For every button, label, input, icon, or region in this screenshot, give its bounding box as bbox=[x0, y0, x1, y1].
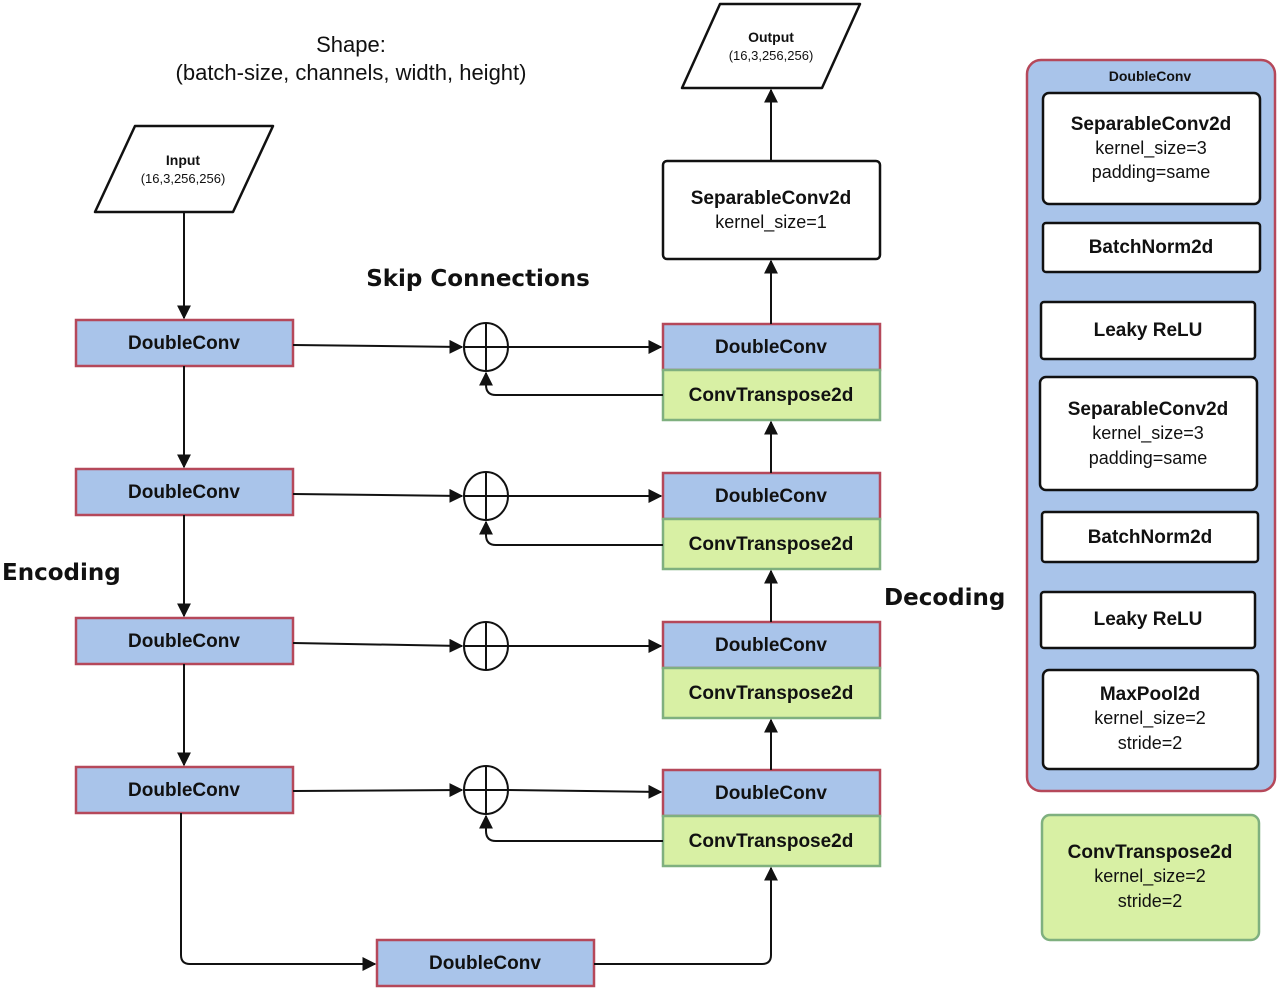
decoder-convtranspose-label-1: ConvTranspose2d bbox=[689, 385, 854, 406]
decoder-block-2: DoubleConv ConvTranspose2d bbox=[661, 471, 882, 571]
detail-layer-name-1: SeparableConv2d bbox=[1071, 114, 1232, 135]
decoder-doubleconv-label-2: DoubleConv bbox=[715, 486, 827, 507]
encoder-doubleconv-4: DoubleConv bbox=[74, 765, 295, 815]
decoder-doubleconv-1 bbox=[661, 322, 882, 372]
detail-layer-name-4: SeparableConv2d bbox=[1068, 399, 1229, 420]
decoding-label: Decoding bbox=[884, 585, 1005, 611]
output-title: Output bbox=[748, 29, 794, 45]
detail-layer-param-1b: padding=same bbox=[1092, 162, 1211, 182]
decoder-convtranspose-label-2: ConvTranspose2d bbox=[689, 534, 854, 555]
encoder-label-3: DoubleConv bbox=[128, 631, 240, 652]
decoder-doubleconv-label-3: DoubleConv bbox=[715, 635, 827, 656]
skip-connections-label: Skip Connections bbox=[366, 266, 590, 292]
skip-sum-node-3 bbox=[463, 621, 509, 671]
skip-sum-node-2 bbox=[463, 471, 509, 521]
encoder-label-1: DoubleConv bbox=[128, 333, 240, 354]
detail-layer-param-7b: stride=2 bbox=[1118, 733, 1183, 753]
output-shape: (16,3,256,256) bbox=[729, 48, 814, 63]
convtranspose-detail-param-a: kernel_size=2 bbox=[1094, 866, 1206, 887]
encoder-doubleconv-1: DoubleConv bbox=[74, 318, 295, 368]
detail-layer-param-7a: kernel_size=2 bbox=[1094, 708, 1206, 729]
decoder-convtranspose-3 bbox=[661, 666, 882, 720]
decoder-doubleconv-4 bbox=[661, 768, 882, 818]
convtranspose-detail-name: ConvTranspose2d bbox=[1068, 842, 1233, 863]
decoder-convtranspose-label-4: ConvTranspose2d bbox=[689, 831, 854, 852]
shape-note-dims: (batch-size, channels, width, height) bbox=[176, 60, 527, 85]
input-title: Input bbox=[166, 152, 201, 168]
decoder-doubleconv-3 bbox=[661, 620, 882, 670]
detail-layer-param-4a: kernel_size=3 bbox=[1092, 423, 1204, 444]
input-node: Input (16,3,256,256) bbox=[93, 124, 275, 214]
detail-layer-name-3: Leaky ReLU bbox=[1094, 320, 1203, 341]
decoder-doubleconv-label-1: DoubleConv bbox=[715, 337, 827, 358]
input-shape: (16,3,256,256) bbox=[141, 171, 226, 186]
encoder-doubleconv-3: DoubleConv bbox=[74, 616, 295, 666]
final-conv-param: kernel_size=1 bbox=[715, 212, 827, 233]
decoder-convtranspose-label-3: ConvTranspose2d bbox=[689, 683, 854, 704]
encoder-doubleconv-2: DoubleConv bbox=[74, 467, 295, 517]
convtranspose-detail-box: ConvTranspose2d kernel_size=2 stride=2 bbox=[1040, 813, 1261, 942]
decoder-block-4: DoubleConv ConvTranspose2d bbox=[661, 768, 882, 868]
decoder-convtranspose-1 bbox=[661, 368, 882, 422]
encoding-label: Encoding bbox=[2, 560, 121, 586]
decoder-block-3: DoubleConv ConvTranspose2d bbox=[661, 620, 882, 720]
decoder-doubleconv-2 bbox=[661, 471, 882, 521]
connectors bbox=[177, 88, 778, 971]
encoder-label-4: DoubleConv bbox=[128, 780, 240, 801]
final-separableconv-node: SeparableConv2d kernel_size=1 bbox=[661, 159, 882, 261]
doubleconv-detail-panel: DoubleConv SeparableConv2d kernel_size=3… bbox=[1025, 58, 1277, 793]
detail-layer-param-1a: kernel_size=3 bbox=[1095, 138, 1207, 159]
shape-note-title: Shape: bbox=[316, 32, 386, 57]
convtranspose-detail-param-b: stride=2 bbox=[1118, 891, 1183, 911]
skip-sum-node-4 bbox=[463, 765, 509, 815]
encoder-label-2: DoubleConv bbox=[128, 482, 240, 503]
detail-layer-name-6: Leaky ReLU bbox=[1094, 609, 1203, 630]
output-node: Output (16,3,256,256) bbox=[680, 2, 862, 90]
bottleneck-label: DoubleConv bbox=[429, 953, 541, 974]
skip-sum-node-1 bbox=[463, 322, 509, 372]
detail-layer-name-2: BatchNorm2d bbox=[1089, 237, 1214, 258]
bottleneck-doubleconv: DoubleConv bbox=[375, 938, 596, 988]
decoder-doubleconv-label-4: DoubleConv bbox=[715, 783, 827, 804]
detail-layer-param-4b: padding=same bbox=[1089, 448, 1208, 468]
doubleconv-detail-title: DoubleConv bbox=[1109, 68, 1192, 84]
decoder-block-1: DoubleConv ConvTranspose2d bbox=[661, 322, 882, 422]
final-conv-title: SeparableConv2d bbox=[691, 188, 852, 209]
detail-layer-name-5: BatchNorm2d bbox=[1088, 527, 1213, 548]
decoder-convtranspose-4 bbox=[661, 814, 882, 868]
detail-layer-name-7: MaxPool2d bbox=[1100, 684, 1200, 705]
